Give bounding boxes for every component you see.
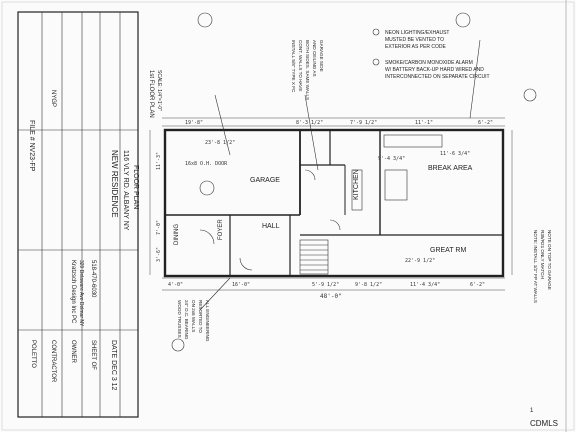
stairs [299,239,329,275]
smoke-alarm-icon [372,58,380,66]
door-swings [199,169,341,271]
owner-label: OWNER [70,340,76,364]
plan-scale: SCALE: 1/4"=1'-0" [156,70,162,111]
dimension-lines [149,12,537,352]
room-label-dining: DINING [174,224,180,245]
contractor-label: CONTRACTOR [50,340,56,383]
building-outline [163,128,505,278]
svg-text:W/ BATTERY BACK-UP HARD WIRED: W/ BATTERY BACK-UP HARD WIRED AND [385,67,484,73]
dim-bottom: 9'-8 1/2" [355,282,382,288]
room-label-break-area: BREAK AREA [428,165,473,172]
svg-text:NOTE: INSTALL 1/2" FP AT WALLS: NOTE: INSTALL 1/2" FP AT WALLS [533,230,538,303]
dim-great: 22'-9 1/2" [405,258,435,264]
file-number: FILE # NV23-FP [28,120,35,172]
room-label-foyer: FOYER [218,219,224,240]
client-name: NYGP [50,90,56,107]
sheet-label: SHEET OF [90,340,96,370]
dim-left: 3'-6" [156,247,162,262]
lighting-note: NEON LIGHTING/EXHAUST MUSTED BE VENTED T… [372,28,449,50]
dim-bottom: 5'-9 1/2" [312,282,339,288]
designer-name: Kratzsch Design Inc PC [70,260,76,324]
date-label: DATE DEC 3 12 [110,340,117,391]
room-label-kitchen: KITCHEN [353,169,360,200]
grid-bubble [171,338,185,352]
dim-top: 11'-1" [415,120,433,126]
dim-total: 48'-0" [320,293,342,300]
svg-text:ALL ENGINEERING: ALL ENGINEERING [205,300,210,342]
watermark-text: CDMLS [530,419,558,428]
dim-kitchen: 9'-4 3/4" [378,156,405,162]
room-label-great-rm: GREAT RM [430,247,466,254]
insulation-note: NOTE: INSTALL 1/2" FP AT WALLS R35/R21 O… [533,230,552,303]
svg-text:SMOKE/CARBON MONOXIDE ALARM: SMOKE/CARBON MONOXIDE ALARM [385,60,473,66]
grid-bubble [199,180,215,196]
svg-text:ON 2x6 WALLS: ON 2x6 WALLS [191,300,196,332]
grid-bubble [523,88,537,102]
dim-bottom: 11'-4 3/4" [410,282,440,288]
svg-text:NOTE ON TOP TO GARAGE: NOTE ON TOP TO GARAGE [547,230,552,290]
designer-phone: 518-470-6030 [90,260,96,298]
svg-text:WOOD TRUSSES: WOOD TRUSSES [177,300,182,338]
svg-text:AND CEILING AS: AND CEILING AS [312,40,317,77]
room-label-hall: HALL [262,223,280,230]
plan-scale-label: 1st FLOOR PLAN [148,70,154,118]
page-number: 1 [530,408,534,414]
dim-left: 11'-3" [156,152,162,170]
dim-top: 8'-3 1/2" [296,120,323,126]
sheet-title: FLOOR PLAN [132,165,139,209]
svg-text:INTERCONNECTED ON SEPARATE CIR: INTERCONNECTED ON SEPARATE CIRCUIT [385,74,490,80]
dim-left: 7'-0" [156,220,162,235]
leader-lines [199,39,481,311]
designer-address: 320 Delaware Ave Delmar NY [78,260,84,327]
svg-text:NEON LIGHTING/EXHAUST: NEON LIGHTING/EXHAUST [385,30,449,36]
dim-bottom: 16'-0" [232,282,250,288]
dim-top: 7'-9 1/2" [350,120,377,126]
svg-text:EXTERIOR AS PER CODE: EXTERIOR AS PER CODE [385,44,447,50]
svg-text:BOTH SIDES. SAME WALLS: BOTH SIDES. SAME WALLS [305,40,310,100]
svg-text:GARAGE SIDE: GARAGE SIDE [319,40,324,72]
svg-text:R35/R21 ONLY MATCH: R35/R21 ONLY MATCH [540,230,545,279]
title-block: FILE # NV23-FP NYGP NEW RESIDENCE 116 VL… [17,11,139,418]
svg-text:MUSTED BE VENTED TO: MUSTED BE VENTED TO [385,37,444,43]
install-note: INSTALL 5/8" TYPE X FC CONT. WALLS TO HA… [291,40,324,100]
dim-top: 6'-2" [478,120,493,126]
dim-top2: 23'-8 1/2" [205,140,235,146]
truss-note: WOOD TRUSSES 24" O.C. BEARING ON 2x6 WAL… [177,300,210,342]
svg-text:INSTALL 5/8" TYPE X FC: INSTALL 5/8" TYPE X FC [291,40,296,93]
exhaust-fan-icon [372,28,380,36]
project-address: 116 VLY RD. ALBANY NY [122,150,129,231]
contractor-name: POLETTO [30,340,36,368]
smoke-alarm-note: SMOKE/CARBON MONOXIDE ALARM W/ BATTERY B… [372,58,490,80]
svg-text:CONT. WALLS TO HAVE: CONT. WALLS TO HAVE [298,40,303,91]
grid-bubble [455,12,471,28]
dim-break: 11'-6 3/4" [440,151,470,157]
garage-header-note: 16x8 O.H. DOOR [185,161,228,167]
dim-top: 19'-8" [185,120,203,126]
grid-bubble [197,12,213,28]
svg-text:24" O.C. BEARING: 24" O.C. BEARING [184,300,189,340]
project-title: NEW RESIDENCE [110,150,119,218]
room-label-garage: GARAGE [250,177,280,184]
svg-text:RESORTED TO: RESORTED TO [198,300,203,333]
dim-bottom: 6'-2" [470,282,485,288]
dim-bottom: 4'-0" [168,282,183,288]
kitchen-counters [351,134,443,211]
